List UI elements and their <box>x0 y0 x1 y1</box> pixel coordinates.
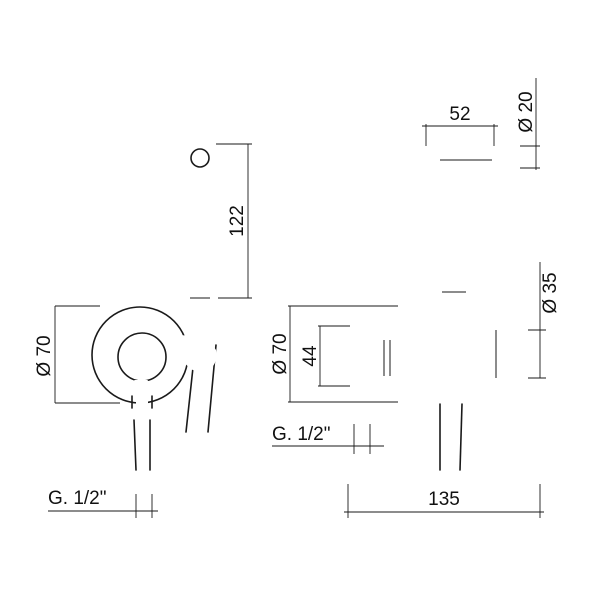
dim-left-thread-label: G. 1/2" <box>48 488 107 509</box>
side-view-valve-body <box>408 330 538 378</box>
front-view-lever <box>131 380 153 418</box>
side-view-hose <box>436 378 466 471</box>
dim-right-top-diameter: Ø 20 <box>516 78 540 170</box>
dim-left-diameter-label: Ø 70 <box>34 335 55 376</box>
front-view-valve-body <box>117 332 167 382</box>
dim-right-plate-diameter-label: Ø 70 <box>270 333 291 374</box>
side-view <box>350 146 538 471</box>
side-view-housing <box>350 326 380 386</box>
dim-right-plate-diameter: Ø 70 <box>270 305 398 403</box>
dim-right-thread-label: G. 1/2" <box>272 424 331 445</box>
dim-left-diameter: Ø 70 <box>34 305 120 404</box>
front-view-supply-pipe <box>133 419 151 471</box>
dim-left-height-label: 122 <box>227 205 248 237</box>
dim-right-top-width: 52 <box>422 104 498 146</box>
dim-right-box-height-label: 44 <box>300 345 321 367</box>
side-view-spray-head <box>426 146 494 210</box>
side-view-connector <box>378 340 398 376</box>
dim-left-thread: G. 1/2" <box>48 488 158 518</box>
dim-right-top-diameter-label: Ø 20 <box>516 91 537 132</box>
side-view-lever <box>508 378 520 422</box>
dim-right-body-diameter-label: Ø 35 <box>540 272 561 313</box>
dim-left-height: 122 <box>216 143 252 299</box>
dim-right-thread: G. 1/2" <box>272 424 384 454</box>
dim-right-body-diameter: Ø 35 <box>528 262 561 379</box>
front-view-handset <box>184 144 217 346</box>
front-view <box>91 144 217 471</box>
dim-right-total-width: 135 <box>344 484 544 518</box>
side-view-wall-plate <box>398 306 408 402</box>
dim-right-box-height: 44 <box>300 325 350 387</box>
dim-right-total-width-label: 135 <box>428 489 460 510</box>
side-view-handset-shaft <box>435 172 473 330</box>
dim-right-top-width-label: 52 <box>449 104 470 125</box>
